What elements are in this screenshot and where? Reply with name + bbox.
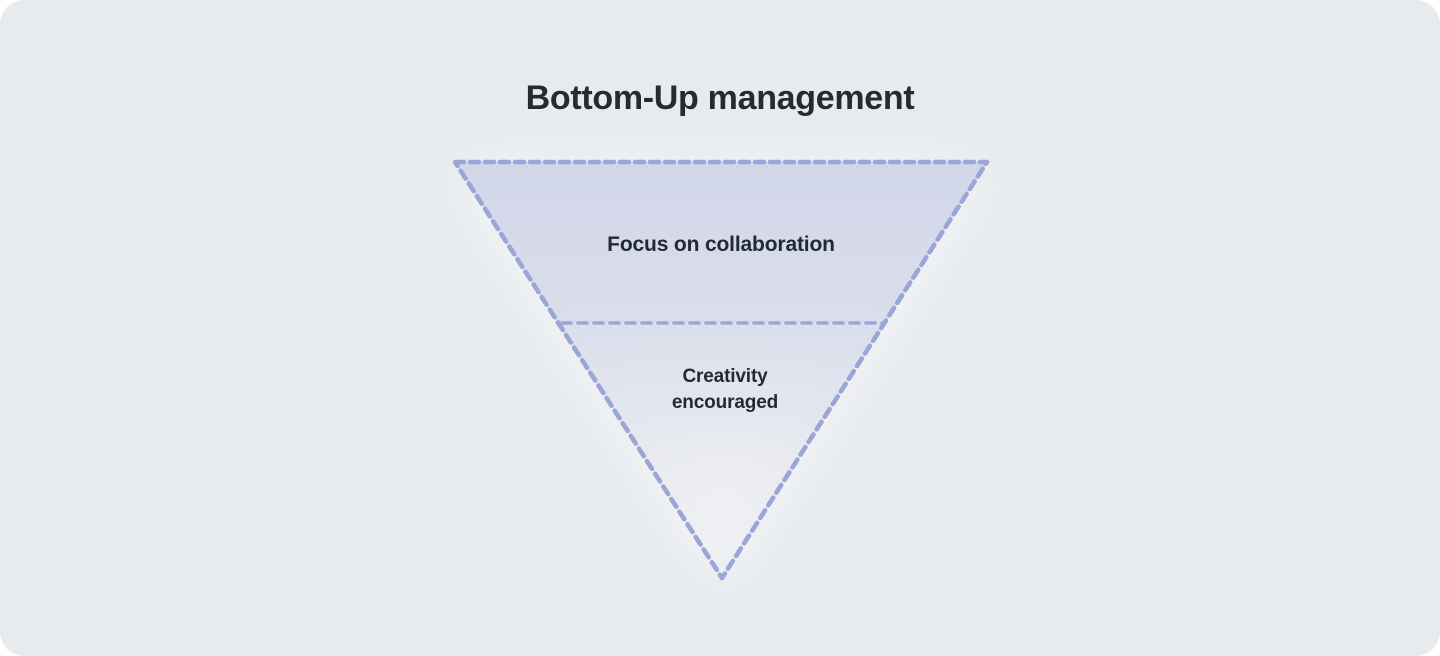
page-title: Bottom-Up management [525,79,915,117]
pyramid-outline [452,159,990,581]
pyramid-fill [455,162,987,578]
